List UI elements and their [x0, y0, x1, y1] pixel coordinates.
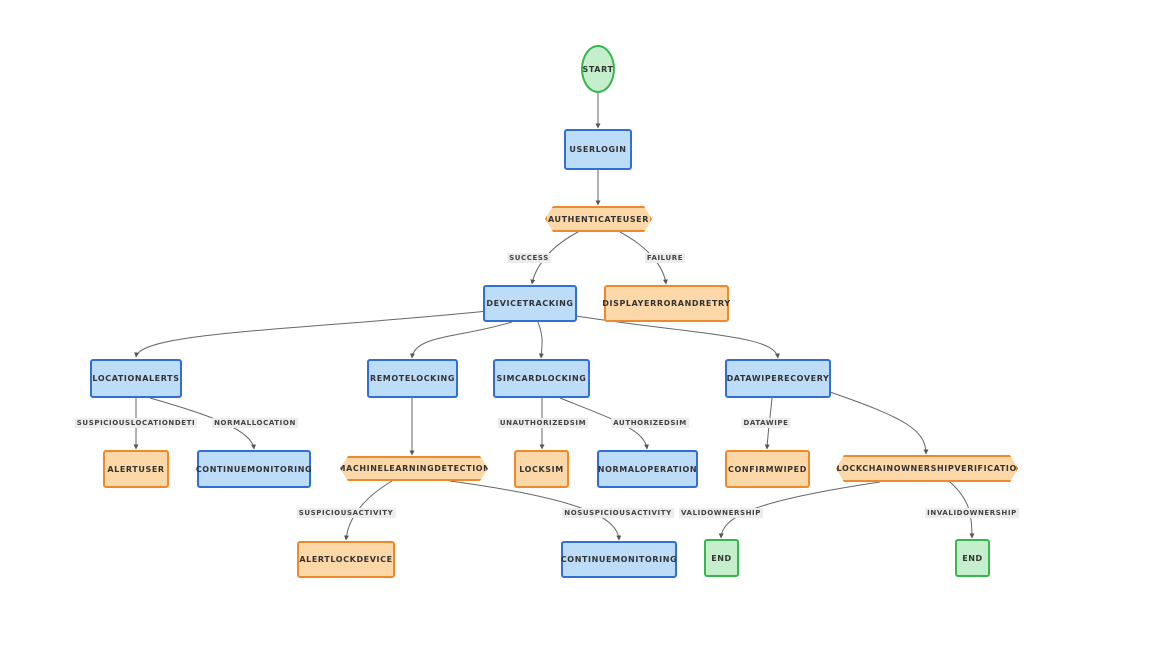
- edge-tracking-datawipe: [575, 315, 780, 359]
- location-alerts-label: LOCATIONALERTS: [92, 374, 180, 383]
- sim-card-locking-label: SIMCARDLOCKING: [496, 374, 587, 383]
- edge-tracking-sim: [537, 321, 544, 359]
- continue-monitoring-node-2[interactable]: CONTINUEMONITORING: [561, 541, 677, 578]
- user-login-node[interactable]: USERLOGIN: [564, 129, 632, 170]
- display-error-label: DISPLAYERRORANDRETRY: [602, 299, 731, 308]
- continue-monitoring-label-2: CONTINUEMONITORING: [560, 555, 678, 564]
- sim-card-locking-node[interactable]: SIMCARDLOCKING: [493, 359, 590, 398]
- device-tracking-node[interactable]: DEVICETRACKING: [483, 285, 577, 322]
- ml-detection-label: MACHINELEARNINGDETECTION: [337, 464, 491, 473]
- remote-locking-node[interactable]: REMOTELOCKING: [367, 359, 458, 398]
- display-error-node[interactable]: DISPLAYERRORANDRETRY: [602, 285, 731, 322]
- remote-locking-label: REMOTELOCKING: [369, 374, 456, 383]
- lock-sim-node[interactable]: LOCKSIM: [514, 450, 569, 488]
- ml-detection-decision[interactable]: MACHINELEARNINGDETECTION: [340, 456, 488, 481]
- end-node-1[interactable]: END: [704, 539, 739, 577]
- data-wipe-recovery-label: DATAWIPERECOVERY: [726, 374, 830, 383]
- alert-lock-device-label: ALERTLOCKDEVICE: [299, 555, 393, 564]
- user-login-label: USERLOGIN: [569, 145, 627, 154]
- start-label: START: [582, 64, 614, 74]
- edge-label-suspicious-location: SUSPICIOUSLOCATIONDETI: [74, 418, 198, 428]
- edge-tracking-location: [134, 310, 489, 358]
- data-wipe-recovery-node[interactable]: DATAWIPERECOVERY: [725, 359, 831, 398]
- lock-sim-label: LOCKSIM: [519, 464, 564, 474]
- device-tracking-label: DEVICETRACKING: [486, 299, 574, 308]
- edge-label-invalid-ownership: INVALIDOWNERSHIP: [925, 508, 1019, 518]
- edge-label-valid-ownership: VALIDOWNERSHIP: [679, 508, 763, 518]
- edge-label-unauthorized-sim: UNAUTHORIZEDSIM: [497, 418, 589, 428]
- edge-label-success: SUCCESS: [507, 253, 551, 263]
- location-alerts-node[interactable]: LOCATIONALERTS: [90, 359, 182, 398]
- start-node[interactable]: START: [581, 45, 615, 93]
- normal-operation-label: NORMALOPERATION: [597, 464, 698, 474]
- alert-user-node[interactable]: ALERTUSER: [103, 450, 169, 488]
- blockchain-verification-label: BLOCKCHAINOWNERSHIPVERIFICATION: [829, 464, 1025, 473]
- confirm-wiped-node[interactable]: CONFIRMWIPED: [725, 450, 810, 488]
- end-node-2[interactable]: END: [955, 539, 990, 577]
- edge-label-suspicious-activity: SUSPICIOUSACTIVITY: [296, 508, 396, 518]
- authenticate-user-label: AUTHENTICATEUSER: [547, 214, 650, 224]
- continue-monitoring-node-1[interactable]: CONTINUEMONITORING: [195, 450, 313, 488]
- end-label-1: END: [711, 553, 732, 563]
- edge-label-authorized-sim: AUTHORIZEDSIM: [611, 418, 689, 428]
- end-label-2: END: [962, 553, 983, 563]
- continue-monitoring-label-1: CONTINUEMONITORING: [195, 464, 313, 474]
- edge-tracking-remote: [409, 321, 513, 359]
- blockchain-verification-decision[interactable]: BLOCKCHAINOWNERSHIPVERIFICATION: [836, 455, 1018, 482]
- authenticate-user-decision[interactable]: AUTHENTICATEUSER: [545, 206, 652, 232]
- edge-label-failure: FAILURE: [644, 253, 686, 263]
- edge-label-data-wipe: DATAWIPE: [741, 418, 791, 428]
- normal-operation-node[interactable]: NORMALOPERATION: [597, 450, 698, 488]
- alert-lock-device-node[interactable]: ALERTLOCKDEVICE: [297, 541, 395, 578]
- edge-label-no-suspicious-activity: NOSUSPICIOUSACTIVITY: [562, 508, 674, 518]
- edge-label-normal-location: NORMALLOCATION: [212, 418, 298, 428]
- confirm-wiped-label: CONFIRMWIPED: [728, 464, 807, 474]
- alert-user-label: ALERTUSER: [107, 464, 165, 474]
- edge-datawipe-blockchain: [829, 391, 929, 455]
